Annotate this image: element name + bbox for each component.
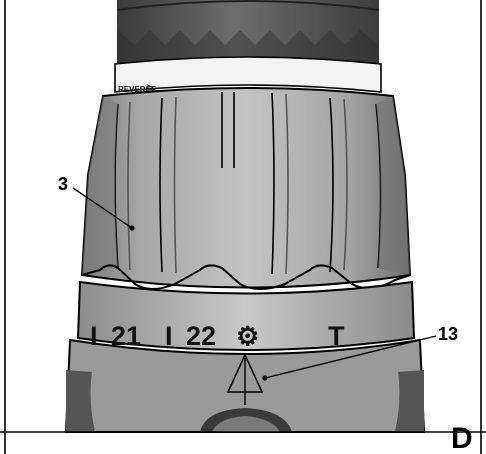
sleeve-wave bbox=[81, 264, 411, 290]
ring-setting-22: 22 bbox=[186, 321, 216, 351]
chuck bbox=[116, 0, 380, 66]
callout-3: 3 bbox=[58, 174, 68, 194]
ring-mark-2: I bbox=[165, 321, 173, 351]
ring-setting-21: 21 bbox=[111, 321, 141, 351]
ring-mark-1: I bbox=[90, 321, 98, 351]
callout-13-leader bbox=[264, 335, 437, 379]
panel-letter: D bbox=[451, 422, 473, 454]
callout-3-leader bbox=[72, 187, 133, 229]
drill-symbol-icon: ⚙ bbox=[236, 321, 259, 351]
selector-ring bbox=[76, 280, 416, 351]
chuck-text: REVERSE bbox=[118, 85, 157, 94]
sleeve bbox=[80, 87, 412, 289]
screwdriver-symbol-icon: T bbox=[328, 321, 345, 351]
white-ring bbox=[114, 56, 382, 93]
callout-13: 13 bbox=[438, 324, 458, 344]
sleeve-ribs bbox=[114, 92, 382, 275]
